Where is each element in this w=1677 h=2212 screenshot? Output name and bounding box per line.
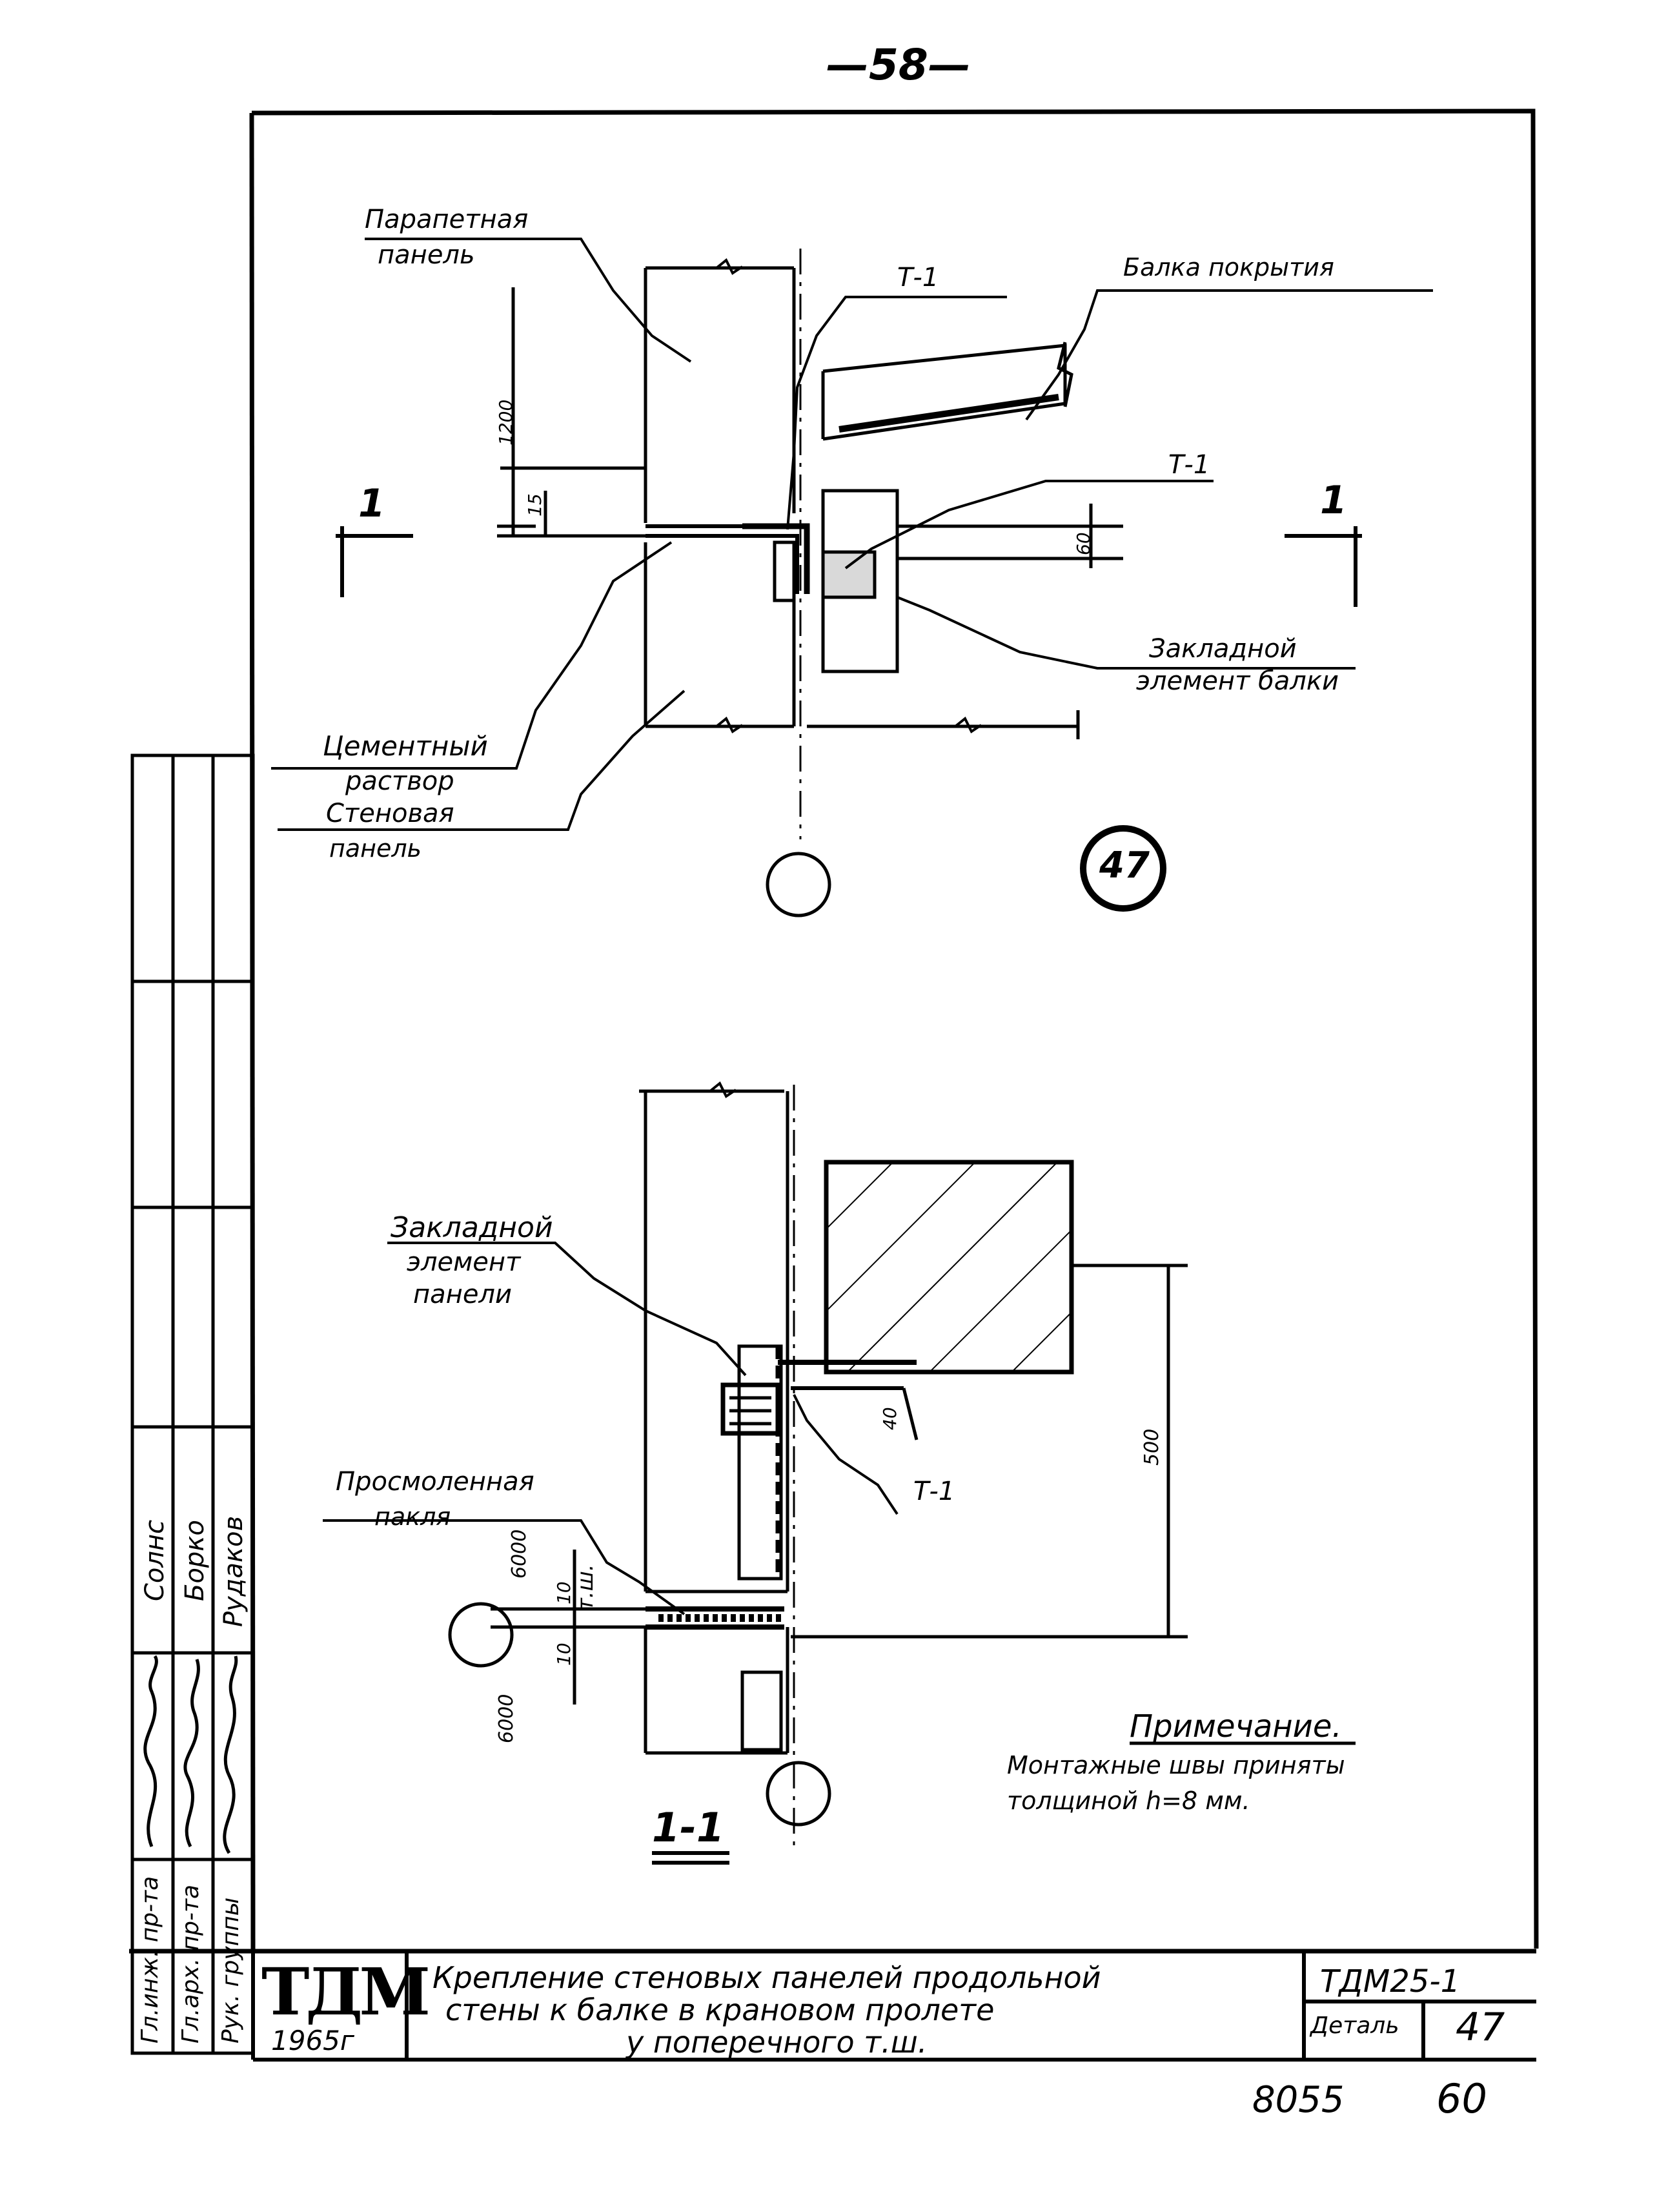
detail-label: Деталь — [1310, 2012, 1399, 2039]
label-wall-panel-2: панель — [329, 834, 422, 863]
label-wall-panel-1: Стеновая — [326, 799, 454, 828]
dim-40: 40 — [879, 1407, 900, 1430]
title-code: ТДМ25-1 — [1320, 1963, 1461, 2000]
title-year: 1965г — [271, 2025, 354, 2056]
stamp-name-1: Солнс — [140, 1519, 170, 1601]
dim-6000-top: 6000 — [508, 1529, 531, 1579]
note-line-2: толщиной h=8 мм. — [1007, 1787, 1250, 1815]
section-mark-left: 1 — [358, 481, 385, 526]
detail-bubble-number: 47 — [1099, 845, 1150, 886]
tdm-logo: ТДМ — [261, 1954, 431, 2030]
footer-num-2: 60 — [1436, 2075, 1487, 2122]
label-tarred-2: пакля — [374, 1502, 451, 1531]
stamp-name-3: Рудаков — [219, 1515, 249, 1627]
label-t1-section: Т-1 — [913, 1477, 955, 1506]
title-line-3: у поперечного т.ш. — [626, 2025, 928, 2060]
page-frame — [129, 108, 1539, 1954]
label-embedded-panel-2: элемент — [407, 1247, 521, 1277]
dim-500: 500 — [1141, 1428, 1163, 1466]
label-cement-2: раствор — [345, 766, 454, 796]
stamp-name-2: Борко — [180, 1520, 210, 1601]
label-roof-beam: Балка покрытия — [1123, 253, 1334, 282]
section-title: 1-1 — [652, 1804, 725, 1851]
label-embedded-beam-2: элемент балки — [1136, 666, 1339, 696]
dim-10-top: 10 — [553, 1581, 574, 1604]
label-t1-top: Т-1 — [897, 263, 939, 292]
label-embedded-panel-1: Закладной — [391, 1211, 553, 1244]
dim-60: 60 — [1073, 532, 1094, 555]
section-leaders — [323, 1242, 899, 1615]
label-parapet-panel-1: Парапетная — [365, 205, 529, 234]
title-block-grid — [251, 1951, 1536, 2062]
detail-number: 47 — [1456, 2005, 1505, 2050]
section-view — [448, 1081, 1356, 1865]
label-embedded-panel-3: панели — [413, 1280, 512, 1309]
signature-marks — [143, 1655, 238, 1854]
section-mark-right: 1 — [1320, 478, 1347, 523]
stamp-role-2: Гл.арх. пр-та — [178, 1884, 204, 2043]
label-tsh: т.ш. — [573, 1564, 598, 1611]
label-parapet-panel-2: панель — [378, 240, 475, 270]
dim-15: 15 — [524, 493, 545, 517]
label-t1-middle: Т-1 — [1168, 450, 1210, 480]
title-line-1: Крепление стеновых панелей продольной — [432, 1960, 1101, 1995]
stamp-role-3: Рук. группы — [218, 1897, 244, 2043]
label-cement-1: Цементный — [323, 730, 488, 762]
label-tarred-1: Просмоленная — [336, 1467, 534, 1497]
side-stamp-grid — [130, 753, 255, 2055]
dim-1200: 1200 — [495, 399, 516, 445]
note-title: Примечание. — [1130, 1708, 1342, 1745]
dim-6000-bottom: 6000 — [495, 1694, 518, 1743]
note-line-1: Монтажные швы приняты — [1007, 1751, 1345, 1779]
dim-10-bottom: 10 — [553, 1643, 574, 1666]
page-number: —58— — [826, 40, 971, 90]
plan-view — [336, 249, 1362, 917]
plan-leaders — [271, 238, 1433, 831]
footer-num-1: 8055 — [1252, 2079, 1345, 2121]
title-line-2: стены к балке в крановом пролете — [445, 1992, 995, 2027]
stamp-role-1: Гл.инж. пр-та — [137, 1876, 163, 2043]
label-embedded-beam-1: Закладной — [1149, 634, 1297, 664]
